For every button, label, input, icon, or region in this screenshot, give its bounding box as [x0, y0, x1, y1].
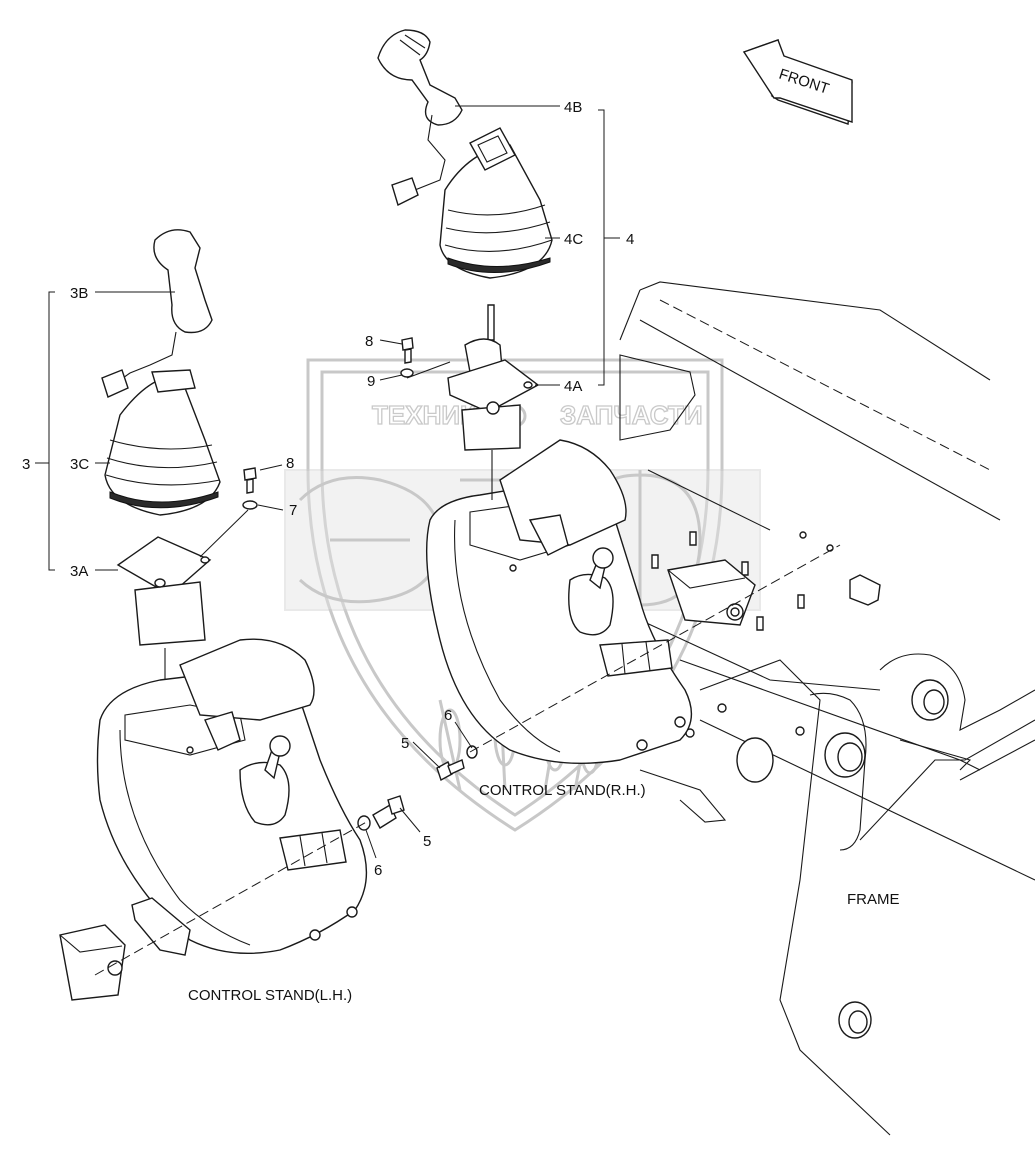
callout-5-rh: 5 — [401, 735, 409, 752]
bolt-5-lh — [372, 795, 405, 829]
callout-4c: 4C — [564, 231, 583, 248]
callout-5-lh: 5 — [423, 833, 431, 850]
callout-6-lh: 6 — [374, 862, 382, 879]
callout-leaders — [35, 105, 620, 859]
assembly-line-4a-9 — [406, 361, 451, 379]
caption-control-stand-rh: CONTROL STAND(R.H.) — [479, 782, 646, 799]
callout-4: 4 — [626, 231, 634, 248]
joystick-lh-valve-3a — [116, 536, 212, 690]
dashed-line-lh-mount — [94, 819, 371, 976]
dashed-line-rh-mount — [469, 544, 841, 753]
callout-4b: 4B — [564, 99, 582, 116]
joystick-lh-grip-3b — [101, 229, 213, 398]
joystick-rh-valve-4a — [447, 304, 540, 500]
callout-4a: 4A — [564, 378, 582, 395]
front-arrow: FRONT — [742, 39, 853, 125]
callout-3a: 3A — [70, 563, 88, 580]
caption-frame: FRAME — [847, 891, 900, 908]
callout-9: 9 — [367, 373, 375, 390]
callout-3: 3 — [22, 456, 30, 473]
joystick-lh-boot-3c — [104, 369, 221, 516]
control-stand-rh — [425, 439, 756, 765]
washer-9-rh — [400, 368, 414, 378]
control-stand-lh — [59, 638, 368, 1001]
joystick-rh-boot-4c — [439, 127, 553, 279]
callout-3c: 3C — [70, 456, 89, 473]
watermark-text-right: ЗАПЧАСТИ — [560, 400, 703, 430]
washer-7-lh — [242, 500, 258, 510]
assembly-line-3a-7 — [199, 509, 249, 558]
bolt-8-rh — [401, 337, 414, 364]
callout-8-rh: 8 — [365, 333, 373, 350]
callout-8-lh: 8 — [286, 455, 294, 472]
frame — [619, 281, 1035, 1136]
callout-6-rh: 6 — [444, 707, 452, 724]
callout-3b: 3B — [70, 285, 88, 302]
joystick-rh-grip-4b — [377, 29, 463, 206]
bolt-8-lh — [243, 467, 257, 494]
callout-7: 7 — [289, 502, 297, 519]
caption-control-stand-lh: CONTROL STAND(L.H.) — [188, 987, 352, 1004]
bolt-5-rh — [436, 759, 465, 782]
